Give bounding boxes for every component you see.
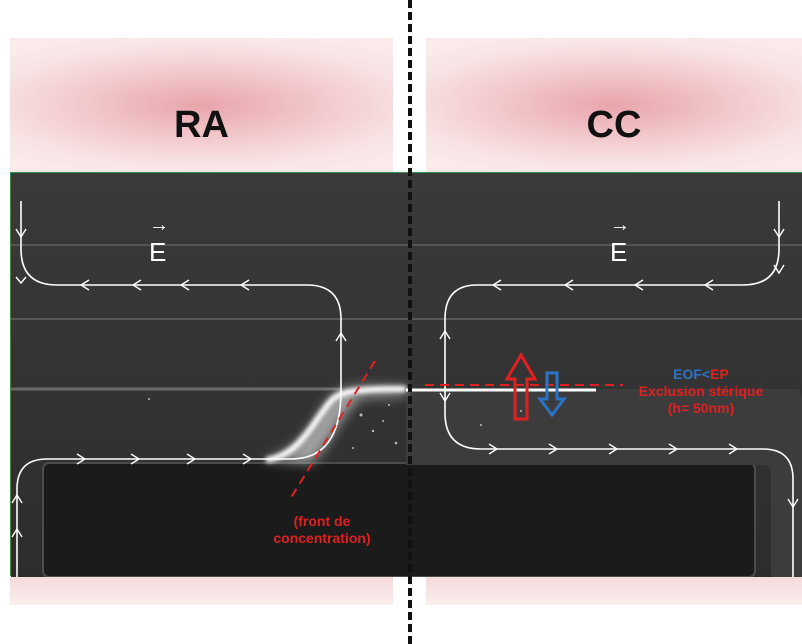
front-annotation-line2: concentration) [273, 530, 371, 546]
right-panel-label: CC [586, 104, 642, 146]
nanochannel-region [406, 389, 802, 577]
concentration-front [265, 386, 407, 463]
right-field-symbol: E [610, 237, 628, 267]
front-annotation: (front de concentration) [247, 513, 397, 547]
lower-reservoir-block [42, 462, 756, 578]
right-flow-arrowheads [439, 228, 799, 509]
lt-sign: < [701, 366, 711, 382]
eof-label: EOF [673, 366, 702, 382]
front-dashed-line [288, 360, 376, 502]
exclusion-label: Exclusion stérique [638, 383, 764, 399]
micrograph-svg [11, 173, 802, 578]
right-field-arrow: → [610, 214, 630, 236]
left-flow-streamline [16, 201, 342, 577]
left-field-arrow: → [149, 214, 169, 236]
left-bottom-panel [10, 577, 393, 605]
right-flow-streamline [444, 201, 794, 577]
exclusion-annotation: EOF<EP Exclusion stérique (h= 50nm) [621, 366, 781, 417]
right-top-panel: CC [426, 38, 802, 172]
ep-label: EP [710, 366, 729, 382]
left-panel-label: RA [174, 104, 229, 146]
eof-down-arrow-icon [537, 371, 567, 418]
eof-ep-relation: EOF<EP [621, 366, 781, 383]
particle-specks [148, 398, 522, 449]
height-label: (h= 50nm) [667, 400, 735, 416]
ep-up-arrow-icon [504, 352, 538, 421]
right-bottom-panel [426, 577, 802, 605]
left-flow-arrowheads [11, 228, 347, 538]
left-top-panel: RA [10, 38, 393, 172]
front-annotation-line1: (front de [293, 513, 351, 529]
left-field-symbol: E [149, 237, 167, 267]
panel-divider [408, 0, 412, 644]
fluorescence-micrograph: → E → E (front de concentration) EOF<EP … [10, 172, 802, 578]
